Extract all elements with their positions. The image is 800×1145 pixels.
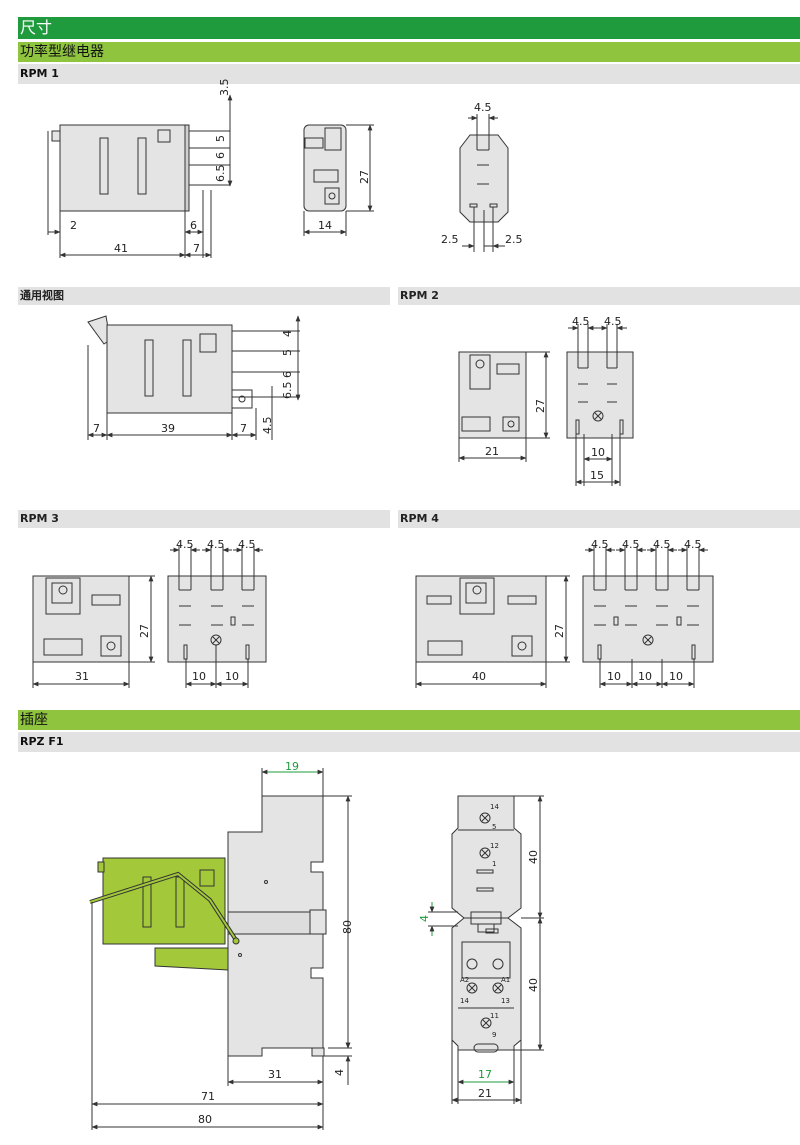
terminal-label-5: 5	[492, 823, 496, 831]
rpm3-dim-10-a: 10	[192, 670, 206, 683]
rpm1-dim-pin-2-5-right: 2.5	[505, 233, 523, 246]
terminal-label-14-top: 14	[490, 803, 499, 811]
rpzf1-dim-80-total: 80	[198, 1113, 212, 1126]
label-rpm4: RPM 4	[398, 510, 800, 528]
label-general-view: 通用视图	[18, 287, 390, 305]
rpm1-dim-6: 6	[190, 219, 197, 232]
rpm4-dim-pitch-a: 4.5	[591, 538, 609, 551]
rpm4-dim-pitch-b: 4.5	[622, 538, 640, 551]
general-dim-7-left: 7	[93, 422, 100, 435]
section-title-dimensions: 尺寸	[18, 17, 800, 39]
rpm1-dim-pin-2-5-left: 2.5	[441, 233, 459, 246]
rpzf1-dim-80-height: 80	[341, 920, 354, 934]
terminal-label-a2: A2	[460, 976, 469, 984]
rpzf1-dim-4-foot: 4	[333, 1069, 346, 1076]
rpm3-dim-height-27: 27	[138, 624, 151, 638]
rpzf1-dim-4-gap: 4	[418, 915, 431, 922]
rpzf1-dim-19: 19	[285, 760, 299, 773]
terminal-label-12: 12	[490, 842, 499, 850]
rpm3-dim-width-31: 31	[75, 670, 89, 683]
rpm1-dim-pin-6: 6	[214, 152, 227, 159]
general-dim-6: 6	[281, 371, 294, 378]
general-dim-6-5: 6.5	[281, 382, 294, 400]
rpzf1-dim-31: 31	[268, 1068, 282, 1081]
terminal-label-a1: A1	[501, 976, 510, 984]
rpm4-front-drawing	[415, 575, 570, 688]
general-dim-4: 4	[281, 330, 294, 337]
section-title-socket: 插座	[18, 710, 800, 730]
rpm1-dim-41: 41	[114, 242, 128, 255]
general-dim-7-right: 7	[240, 422, 247, 435]
rpm1-dim-height-27: 27	[358, 170, 371, 184]
terminal-label-14: 14	[460, 997, 469, 1005]
rpzf1-dim-40-lower: 40	[527, 978, 540, 992]
rpm4-dim-width-40: 40	[472, 670, 486, 683]
rpm3-dim-pitch-c: 4.5	[238, 538, 256, 551]
rpzf1-dim-21: 21	[478, 1087, 492, 1100]
rpm4-dim-10-a: 10	[607, 670, 621, 683]
rpm2-dim-10: 10	[591, 446, 605, 459]
label-rpm1: RPM 1	[18, 64, 800, 84]
rpm2-dim-width-21: 21	[485, 445, 499, 458]
rpm4-pin-drawing	[582, 546, 714, 688]
rpm2-dim-15: 15	[590, 469, 604, 482]
rpm3-dim-pitch-a: 4.5	[176, 538, 194, 551]
rpm2-front-drawing	[458, 351, 550, 462]
rpzf1-front-drawing	[428, 795, 544, 1104]
rpm1-side-drawing	[47, 94, 233, 258]
label-rpm3: RPM 3	[18, 510, 390, 528]
rpzf1-side-drawing	[89, 768, 352, 1130]
rpm2-pin-drawing	[566, 324, 634, 486]
rpm3-front-drawing	[32, 575, 155, 688]
rpm1-dim-2: 2	[70, 219, 77, 232]
rpm4-dim-10-c: 10	[669, 670, 683, 683]
section-title-relay: 功率型继电器	[18, 42, 800, 62]
rpm1-dim-pin-3-5: 3.5	[218, 79, 231, 97]
rpm1-front-drawing	[303, 124, 374, 236]
rpm1-dim-width-14: 14	[318, 219, 332, 232]
terminal-label-1: 1	[492, 860, 496, 868]
rpm2-dim-pitch-4-5-b: 4.5	[604, 315, 622, 328]
label-rpzf1: RPZ F1	[18, 732, 800, 752]
rpm4-dim-pitch-d: 4.5	[684, 538, 702, 551]
rpm3-dim-10-b: 10	[225, 670, 239, 683]
rpm4-dim-10-b: 10	[638, 670, 652, 683]
rpm1-dim-pin-6-5: 6.5	[214, 165, 227, 183]
rpm1-dim-pin-pitch-4-5: 4.5	[474, 101, 492, 114]
rpm4-dim-height-27: 27	[553, 624, 566, 638]
rpzf1-dim-17: 17	[478, 1068, 492, 1081]
general-dim-39: 39	[161, 422, 175, 435]
terminal-label-13: 13	[501, 997, 510, 1005]
rpzf1-dim-40-upper: 40	[527, 850, 540, 864]
rpm4-dim-pitch-c: 4.5	[653, 538, 671, 551]
rpm3-pin-drawing	[167, 546, 267, 688]
rpm1-dim-7: 7	[193, 242, 200, 255]
general-dim-5: 5	[281, 349, 294, 356]
rpm1-pin-drawing	[459, 114, 509, 252]
rpm2-dim-height-27: 27	[534, 399, 547, 413]
terminal-label-9: 9	[492, 1031, 496, 1039]
label-rpm2: RPM 2	[398, 287, 800, 305]
general-dim-tab-4-5: 4.5	[261, 417, 274, 435]
rpm2-dim-pitch-4-5-a: 4.5	[572, 315, 590, 328]
general-view-drawing	[87, 315, 301, 440]
rpm3-dim-pitch-b: 4.5	[207, 538, 225, 551]
rpzf1-dim-71: 71	[201, 1090, 215, 1103]
terminal-label-11: 11	[490, 1012, 499, 1020]
rpm1-dim-pin-5: 5	[214, 135, 227, 142]
